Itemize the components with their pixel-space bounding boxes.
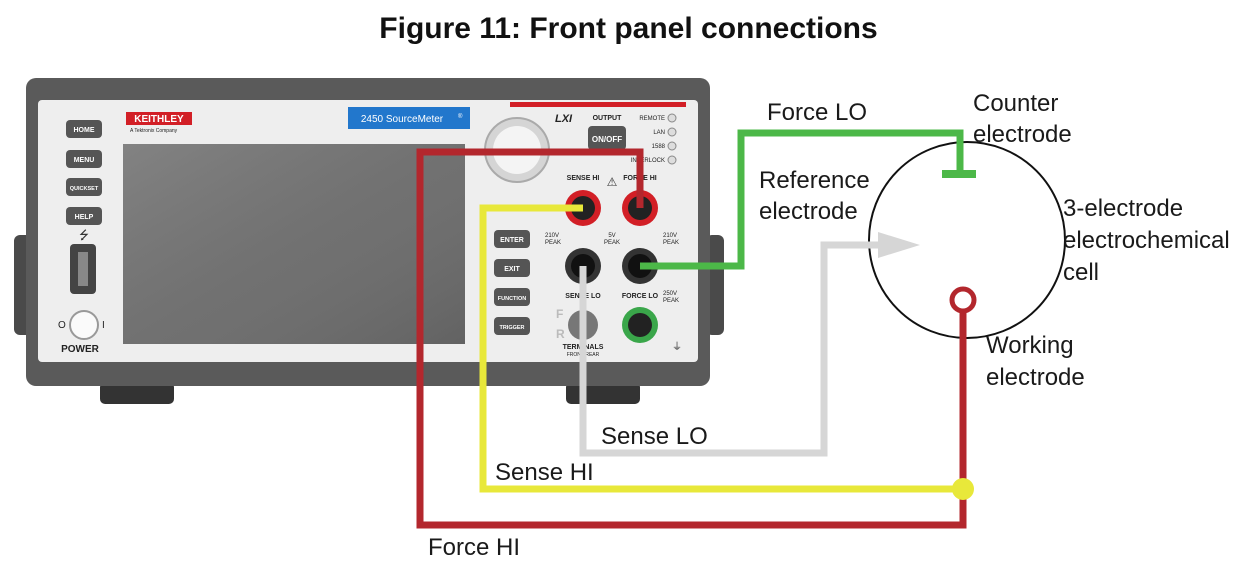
exit-button-label: EXIT bbox=[504, 266, 520, 273]
indicator-lan-light bbox=[667, 127, 677, 137]
reference-electrode-label-2: electrode bbox=[759, 198, 858, 225]
working-electrode-ring bbox=[949, 286, 977, 314]
sense-hi-label: Sense HI bbox=[495, 459, 594, 486]
sense-lo-label: Sense LO bbox=[601, 423, 708, 450]
power-on-glyph: I bbox=[102, 320, 105, 331]
cell-label-2: electrochemical bbox=[1063, 227, 1230, 254]
sense-lo-wire bbox=[579, 241, 886, 457]
warning-icon: ⚠ bbox=[607, 175, 618, 189]
instrument: KEITHLEY A Tektronix Company 2450 Source… bbox=[14, 78, 724, 404]
cell-label-1: 3-electrode bbox=[1063, 195, 1183, 222]
chassis-ground-terminal-core bbox=[628, 313, 652, 337]
exit-button[interactable] bbox=[494, 259, 530, 277]
menu-button[interactable] bbox=[66, 150, 102, 168]
indicator-1588-label: 1588 bbox=[652, 144, 666, 150]
indicator-1588-light bbox=[667, 141, 677, 151]
force-hi-label: Force HI bbox=[428, 534, 520, 561]
usb-icon: ⭍ bbox=[79, 228, 89, 242]
quickset-button[interactable] bbox=[66, 178, 102, 196]
left-foot bbox=[100, 382, 174, 404]
indicator-remote-label: REMOTE bbox=[639, 116, 665, 122]
top-red-stripe bbox=[510, 102, 686, 107]
indicator-lan-label: LAN bbox=[653, 130, 665, 136]
peak-label-mid: PEAK bbox=[604, 240, 620, 246]
peak-label-left: PEAK bbox=[545, 240, 561, 246]
output-label: OUTPUT bbox=[593, 115, 623, 122]
quickset-button-label: QUICKSET bbox=[70, 186, 99, 192]
output-on-off-button[interactable] bbox=[588, 126, 626, 150]
reference-electrode-label-1: Reference bbox=[759, 167, 870, 194]
model-text: 2450 SourceMeter bbox=[361, 114, 444, 125]
sense-hi-wire bbox=[479, 204, 963, 493]
trigger-button-label: TRIGGER bbox=[499, 325, 524, 331]
peak-label-250: PEAK bbox=[663, 298, 679, 304]
cell-label-3: cell bbox=[1063, 259, 1099, 286]
right-button-column: ENTER EXIT FUNCTION TRIGGER bbox=[494, 230, 530, 335]
electrochemical-cell bbox=[868, 141, 1066, 339]
function-button[interactable] bbox=[494, 288, 530, 306]
power-label: POWER bbox=[61, 344, 100, 355]
counter-electrode-bar bbox=[942, 170, 976, 178]
model-badge bbox=[348, 107, 470, 129]
power-off-glyph: O bbox=[58, 320, 66, 331]
output-button-label: ON/OFF bbox=[592, 135, 622, 144]
brand-badge bbox=[126, 112, 192, 125]
working-electrode-label-1: Working bbox=[986, 332, 1074, 359]
lxi-logo: LXI bbox=[555, 113, 573, 125]
home-button[interactable] bbox=[66, 120, 102, 138]
help-button[interactable] bbox=[66, 207, 102, 225]
home-button-label: HOME bbox=[74, 127, 95, 134]
usb-slot bbox=[78, 252, 88, 286]
figure-title: Figure 11: Front panel connections bbox=[379, 12, 878, 45]
enter-button[interactable] bbox=[494, 230, 530, 248]
menu-button-label: MENU bbox=[74, 157, 95, 164]
counter-electrode-label-2: electrode bbox=[973, 121, 1072, 148]
brand-text: KEITHLEY bbox=[134, 114, 184, 125]
peak-label-right: PEAK bbox=[663, 240, 679, 246]
display-glare bbox=[123, 144, 465, 344]
force-lo-terminal-label: FORCE LO bbox=[622, 293, 659, 300]
model-mark: ® bbox=[458, 113, 463, 120]
indicator-interlock-label: INTERLOCK bbox=[631, 158, 665, 164]
counter-electrode-label-1: Counter bbox=[973, 90, 1058, 117]
sense-hi-junction bbox=[952, 478, 974, 500]
enter-button-label: ENTER bbox=[500, 237, 524, 244]
force-lo-wire bbox=[640, 129, 964, 270]
help-button-label: HELP bbox=[75, 214, 94, 221]
reference-electrode-arrow bbox=[878, 232, 920, 258]
force-lo-label: Force LO bbox=[767, 99, 867, 126]
rear-glyph: R bbox=[556, 327, 565, 341]
peak-5: 5V bbox=[608, 233, 615, 239]
peak-210-right: 210V bbox=[663, 233, 677, 239]
left-button-column: HOME MENU QUICKSET HELP bbox=[66, 120, 102, 225]
power-button[interactable] bbox=[69, 310, 99, 340]
trigger-button[interactable] bbox=[494, 317, 530, 335]
sense-hi-terminal-label: SENSE HI bbox=[567, 175, 600, 182]
function-button-label: FUNCTION bbox=[498, 296, 526, 302]
ground-icon: ⏚ bbox=[672, 341, 682, 353]
brand-subtext: A Tektronix Company bbox=[130, 128, 178, 134]
indicator-remote-light bbox=[667, 113, 677, 123]
peak-250: 250V bbox=[663, 291, 677, 297]
indicator-interlock-light bbox=[667, 155, 677, 165]
indicator-column: REMOTE LAN 1588 INTERLOCK bbox=[631, 113, 677, 165]
working-electrode-label-2: electrode bbox=[986, 364, 1085, 391]
front-glyph: F bbox=[556, 307, 563, 321]
right-handle bbox=[706, 235, 724, 335]
peak-210-left: 210V bbox=[545, 233, 559, 239]
